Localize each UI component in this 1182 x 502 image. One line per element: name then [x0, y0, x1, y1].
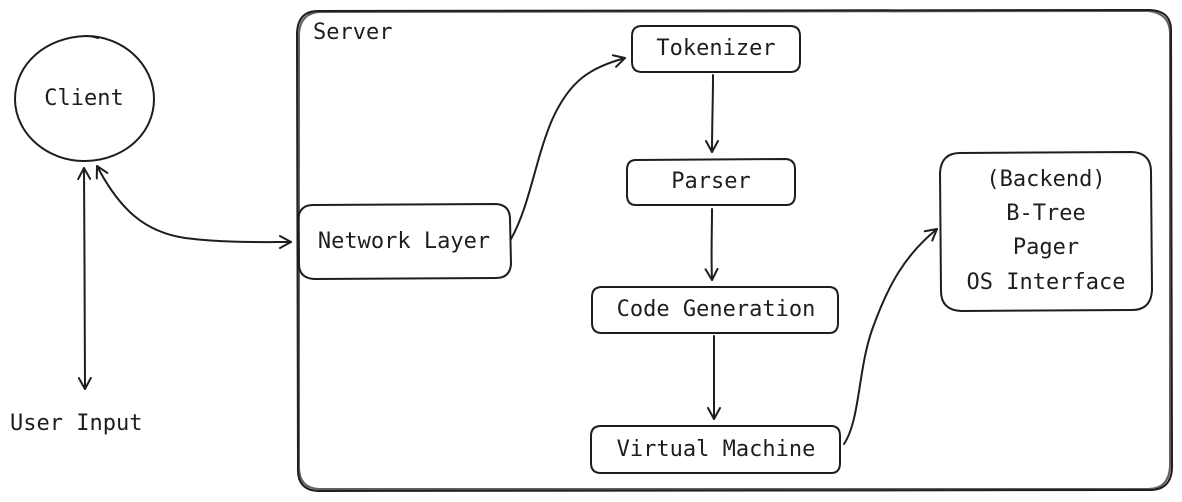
- code-generation-node: Code Generation: [591, 286, 839, 334]
- client-node: Client: [14, 34, 155, 163]
- parser-node: Parser: [626, 158, 796, 206]
- code-generation-label: Code Generation: [617, 297, 816, 322]
- server-label: Server: [313, 20, 392, 45]
- tokenizer-node: Tokenizer: [631, 25, 801, 73]
- tokenizer-parser-arrow: [705, 74, 720, 153]
- backend-node: (Backend) B-Tree Pager OS Interface: [939, 151, 1153, 312]
- client-network-arrow: [95, 165, 292, 250]
- network-tokenizer-arrow: [510, 54, 626, 240]
- backend-line-3: Pager: [1013, 235, 1079, 260]
- vm-backend-arrow: [843, 228, 938, 445]
- backend-line-4: OS Interface: [967, 270, 1126, 295]
- tokenizer-label: Tokenizer: [656, 36, 775, 61]
- virtual-machine-label: Virtual Machine: [617, 437, 816, 462]
- network-layer-label: Network Layer: [318, 229, 490, 254]
- parser-label: Parser: [671, 169, 750, 194]
- backend-line-1: (Backend): [986, 167, 1105, 192]
- virtual-machine-node: Virtual Machine: [590, 425, 841, 474]
- backend-line-2: B-Tree: [1006, 201, 1085, 226]
- user-input-label: User Input: [10, 411, 142, 436]
- client-label: Client: [44, 86, 123, 111]
- client-user-input-arrow: [77, 167, 92, 390]
- network-layer-node: Network Layer: [297, 203, 512, 280]
- server-container: Server: [296, 9, 1173, 492]
